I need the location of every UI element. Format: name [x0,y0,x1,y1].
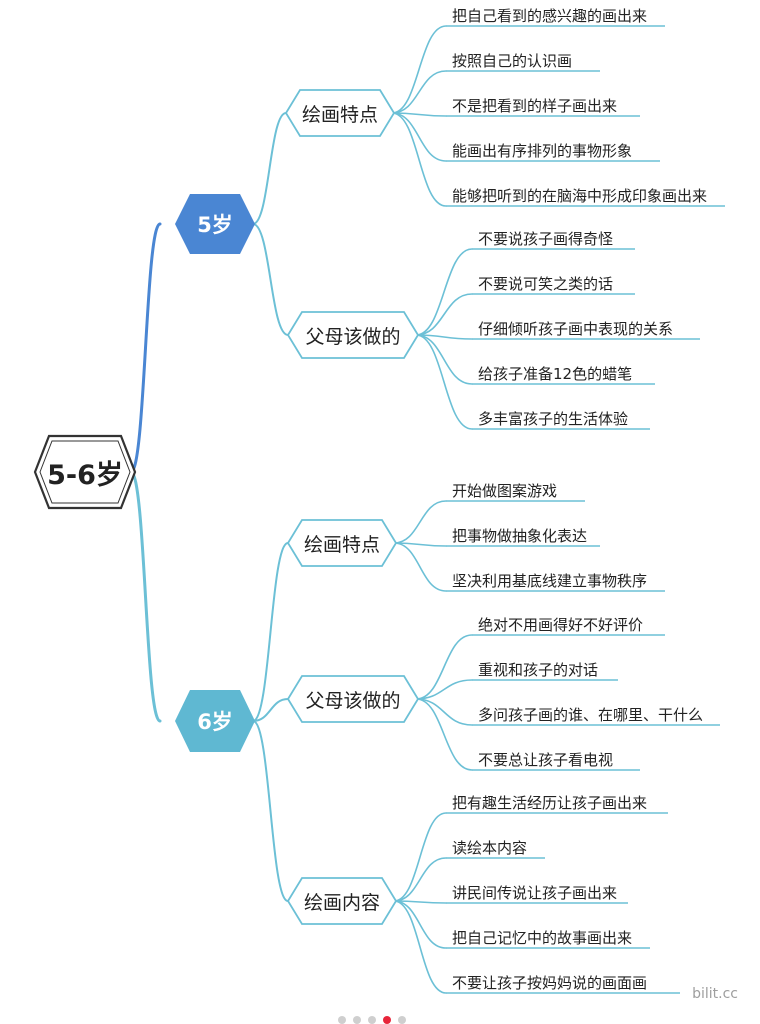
mindmap-leaf-item: 把自己看到的感兴趣的画出来 [452,7,648,25]
mindmap-leaf-item: 能够把听到的在脑海中形成印象画出来 [452,187,708,205]
mindmap-leaf-item: 多问孩子画的谁、在哪里、干什么 [478,706,704,724]
group-item-connector [393,542,447,592]
mindmap-leaf-item: 重视和孩子的对话 [478,661,599,679]
group-item-connector [415,679,473,700]
age-group-connector [252,542,289,722]
group-item-connector [393,500,447,544]
mindmap-leaf-item: 不要总让孩子看电视 [478,751,614,769]
group-item-connector [415,293,473,336]
group-item-connector [393,857,447,902]
mindmap-leaf-item: 给孩子准备12色的蜡笔 [478,365,633,383]
group-node-label: 绘画特点 [303,533,380,556]
root-age-connector [129,470,162,723]
mindmap-leaf-item: 把自己记忆中的故事画出来 [452,929,633,947]
group-item-connector [393,900,447,994]
mindmap-leaf-item: 讲民间传说让孩子画出来 [452,884,618,902]
group-node-label: 父母该做的 [305,689,401,712]
age-group-connector [252,720,289,902]
group-item-connector [391,70,447,114]
group-item-connector [391,112,447,207]
mindmap-leaf-item: 不是把看到的样子画出来 [452,97,618,115]
page-dot[interactable] [353,1016,361,1024]
root-node-hexagon [33,434,137,510]
group-node-label: 父母该做的 [305,325,401,348]
page-dot[interactable] [398,1016,406,1024]
group-item-connector [415,334,473,430]
mindmap-leaf-item: 能画出有序排列的事物形象 [452,142,633,160]
group-item-connector [415,334,473,385]
page-dot[interactable] [368,1016,376,1024]
page-dot-active[interactable] [383,1016,391,1024]
age-node-label: 6岁 [197,710,233,734]
group-item-connector [391,112,447,162]
page-indicator[interactable] [338,1016,406,1024]
mindmap-leaf-item: 不要让孩子按妈妈说的画面画 [452,974,648,992]
root-node-label: 5-6岁 [47,459,123,491]
group-item-connector [393,812,447,902]
age-group-connector [252,112,287,225]
root-age-connector [129,222,162,474]
group-item-connector [415,248,473,336]
group-node-hexagon [286,311,420,359]
group-node-hexagon [284,89,396,137]
group-node-hexagon [286,519,398,567]
root-node-inner-hexagon [39,440,131,504]
age-node-hexagon [175,194,255,254]
group-node-label: 绘画内容 [303,891,380,914]
mindmap-leaf-item: 读绘本内容 [452,839,528,857]
group-item-connector [415,634,473,700]
mindmap-leaf-item: 把事物做抽象化表达 [452,527,588,545]
mindmap-leaf-item: 把有趣生活经历让孩子画出来 [452,794,648,812]
mindmap-leaf-item: 坚决利用基底线建立事物秩序 [452,572,648,590]
mindmap-leaf-item: 绝对不用画得好不好评价 [478,616,644,634]
mindmap-leaf-item: 按照自己的认识画 [452,52,573,70]
mindmap-leaf-item: 不要说孩子画得奇怪 [478,230,614,248]
page-dot[interactable] [338,1016,346,1024]
group-node-hexagon [286,877,398,925]
group-item-connector [391,25,447,114]
age-group-connector [252,223,289,336]
group-node-hexagon [286,675,420,723]
mindmap-leaf-item: 不要说可笑之类的话 [478,275,614,293]
group-node-label: 绘画特点 [301,103,378,126]
mindmap-leaf-item: 仔细倾听孩子画中表现的关系 [478,320,674,338]
age-node-hexagon [175,690,255,752]
mindmap-leaf-item: 多丰富孩子的生活体验 [478,410,629,428]
group-item-connector [415,698,473,726]
age-node-label: 5岁 [197,213,233,237]
group-item-connector [415,698,473,771]
group-item-connector [393,900,447,949]
mindmap-leaf-item: 开始做图案游戏 [452,482,558,500]
age-group-connector [252,698,289,722]
watermark-text: bilit.cc [692,986,738,1002]
